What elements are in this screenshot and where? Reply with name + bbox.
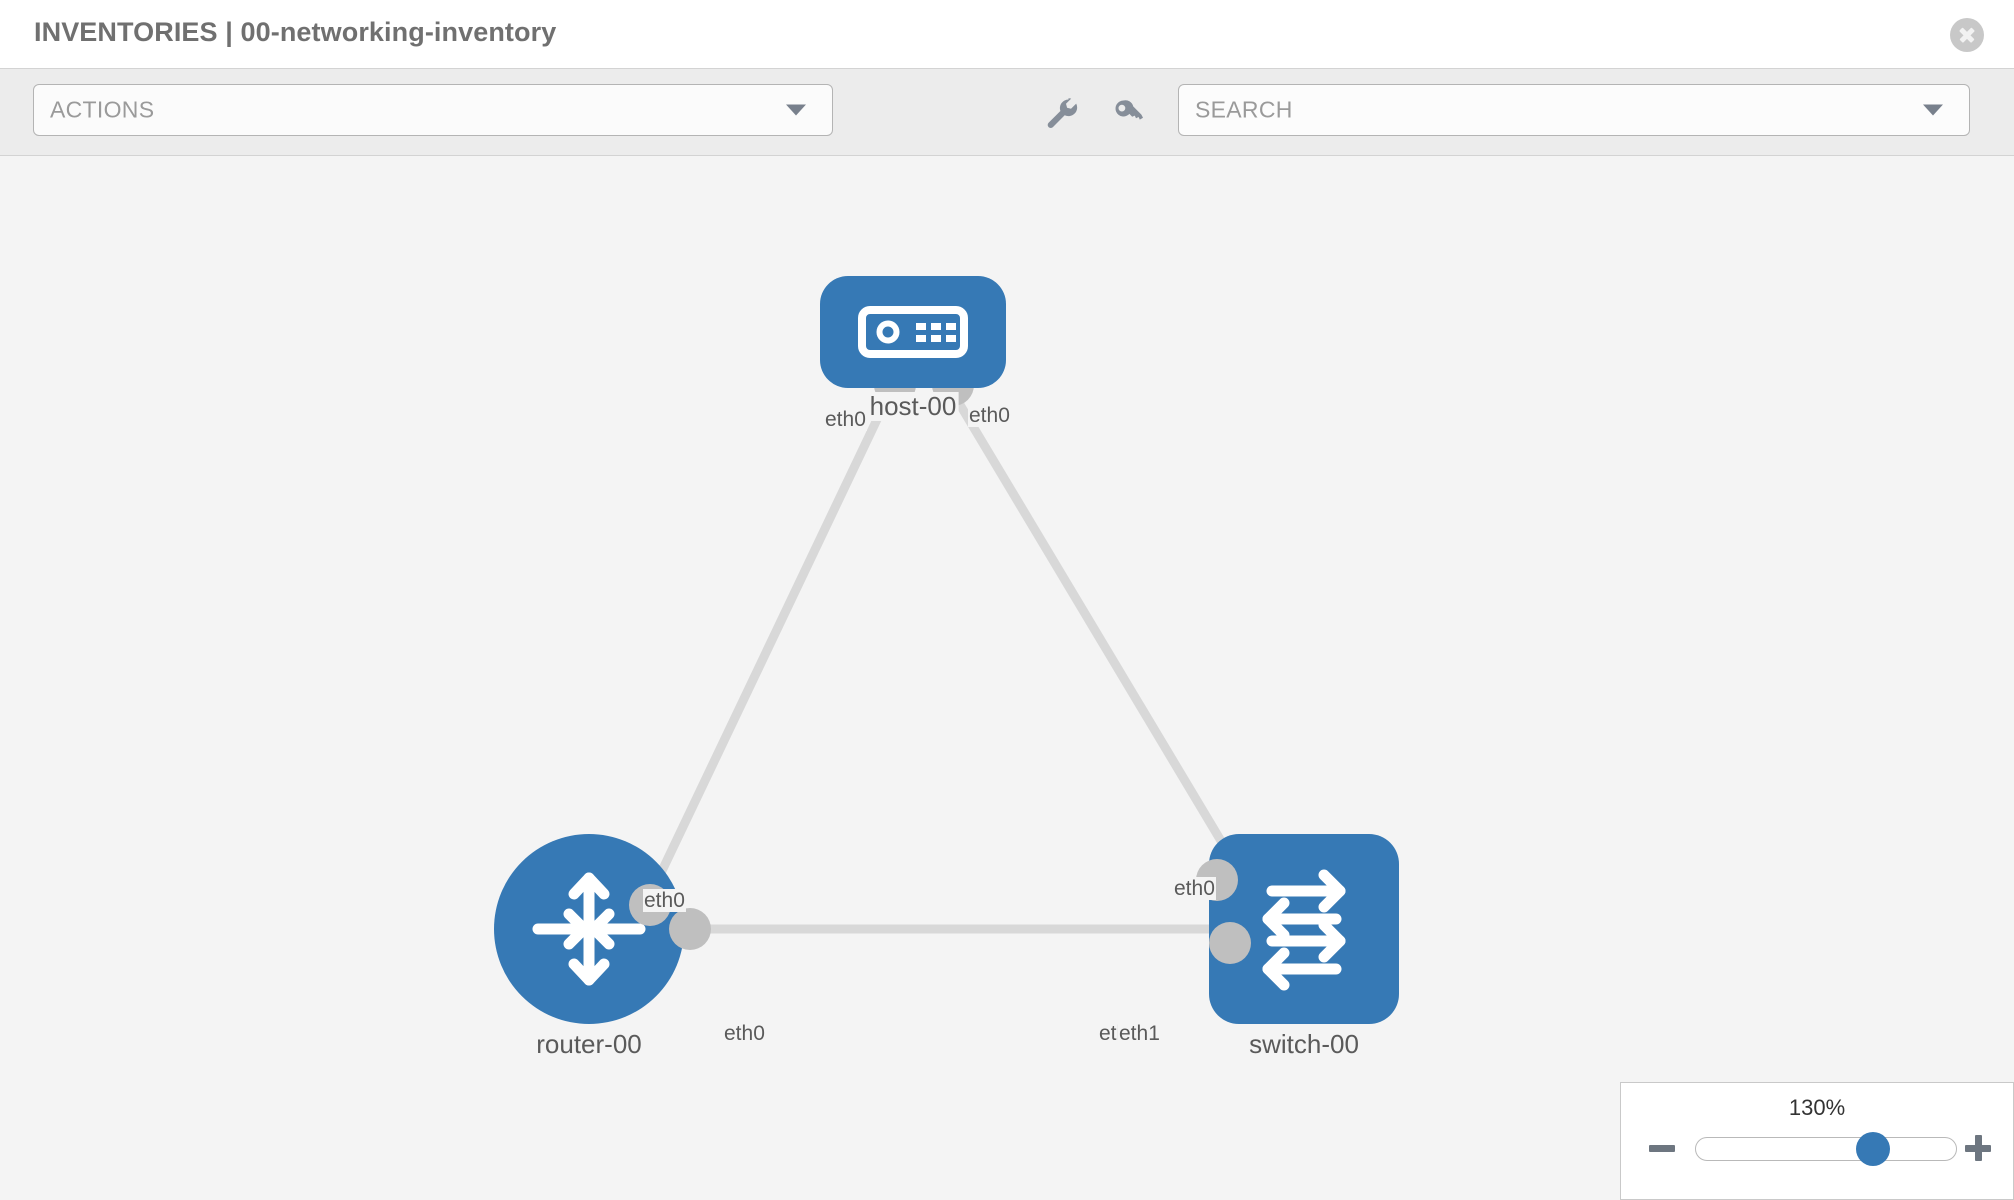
node-switch-00-label: switch-00 <box>1247 1029 1361 1059</box>
link-host-router <box>645 386 897 898</box>
node-host-00[interactable]: host-00 <box>820 276 1006 421</box>
switch-arrows-icon <box>1262 869 1346 991</box>
iface-label-host-left: eth0 <box>824 408 867 432</box>
key-icon[interactable] <box>1110 95 1146 131</box>
node-router-00[interactable]: router-00 <box>494 834 684 1059</box>
chevron-down-icon <box>1923 104 1943 116</box>
node-switch-00-shape <box>1209 834 1399 1024</box>
page-header: INVENTORIES | 00-networking-inventory <box>0 0 2014 68</box>
wrench-icon[interactable] <box>1043 95 1079 131</box>
router-arrows-icon <box>532 872 646 986</box>
node-switch-00[interactable]: switch-00 <box>1209 834 1399 1059</box>
actions-dropdown-value: ACTIONS <box>50 96 155 123</box>
node-host-00-shape <box>820 276 1006 388</box>
node-host-00-label: host-00 <box>867 391 959 421</box>
iface-label-router-right: eth0 <box>723 1022 766 1046</box>
iface-label-switch-left: eth1 <box>1118 1022 1161 1046</box>
close-icon[interactable] <box>1950 18 1984 52</box>
connector-switch-eth0-up[interactable] <box>1209 922 1251 964</box>
plus-icon[interactable] <box>1965 1135 1991 1161</box>
iface-label-router-up: eth0 <box>643 889 686 913</box>
topology-canvas[interactable]: host-00 eth0 eth0 <box>0 156 2014 1200</box>
search-input-placeholder: SEARCH <box>1195 96 1293 123</box>
page-title: INVENTORIES | 00-networking-inventory <box>34 17 557 47</box>
chevron-down-icon <box>786 104 806 116</box>
topology-links <box>645 385 1246 934</box>
toolbar: ACTIONS SEARCH <box>0 68 2014 156</box>
zoom-control[interactable]: 130% <box>1620 1082 2014 1200</box>
zoom-slider-track[interactable] <box>1695 1132 1957 1166</box>
iface-label-host-right: eth0 <box>968 404 1011 428</box>
node-router-00-label: router-00 <box>534 1029 644 1059</box>
server-icon <box>858 306 968 358</box>
zoom-slider-thumb[interactable] <box>1855 1132 1890 1166</box>
iface-label-switch-up: eth0 <box>1173 877 1216 901</box>
search-input[interactable]: SEARCH <box>1178 84 1970 136</box>
zoom-percent-label: 130% <box>1788 1095 1846 1120</box>
connector-router-eth0-right[interactable] <box>669 908 711 950</box>
minus-icon[interactable] <box>1649 1135 1675 1161</box>
actions-dropdown[interactable]: ACTIONS <box>33 84 833 136</box>
node-router-00-shape <box>494 834 684 1024</box>
link-host-switch <box>946 385 1246 879</box>
